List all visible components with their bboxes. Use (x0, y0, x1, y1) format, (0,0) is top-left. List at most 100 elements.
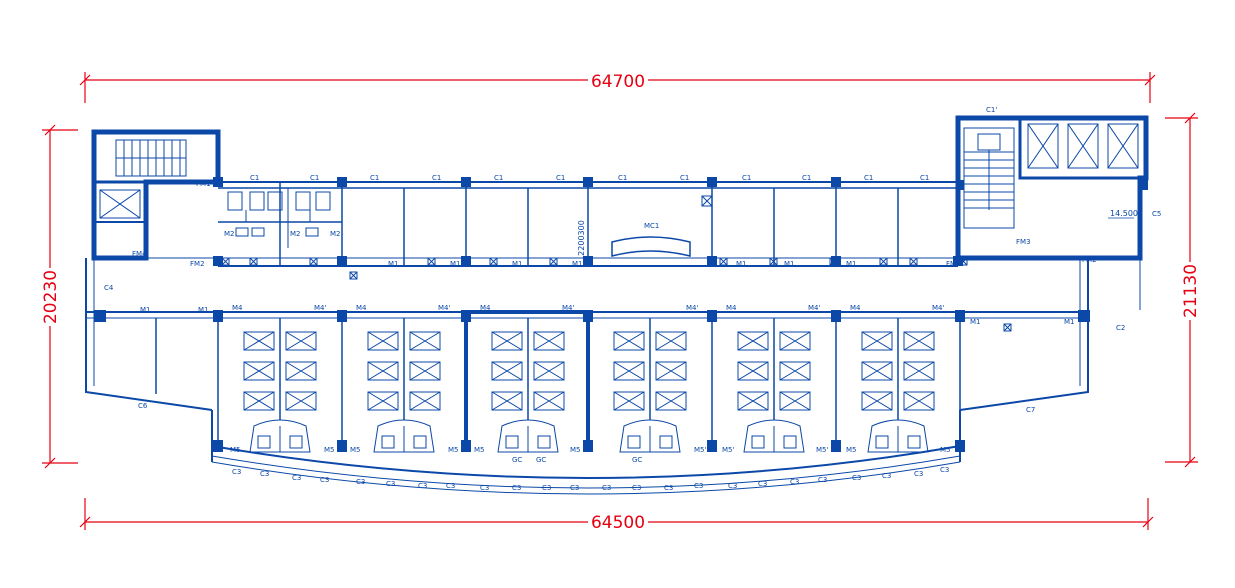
door-labels: FM1 FM2 FM4 FM4 FM2 FM3 M2 M2 M2 M1 M1 M… (132, 180, 1097, 454)
dimension-left-label: 20230 (41, 270, 61, 324)
bed-icon (285, 391, 317, 411)
building-walls (85, 115, 1149, 495)
bed-icon (243, 361, 275, 381)
drain-icon (1003, 323, 1012, 332)
toilet-icon (751, 435, 765, 449)
door-label: M5 (940, 446, 951, 454)
window-label: GC (536, 456, 546, 464)
window-label: C3 (570, 484, 579, 492)
drain-icon (427, 257, 436, 266)
bed-icon (779, 361, 811, 381)
window-label: C3 (386, 480, 395, 488)
bed-icon (861, 391, 893, 411)
door-label: M5 (846, 446, 857, 454)
window-label: C6 (138, 402, 148, 410)
door-label: M1 (450, 260, 461, 268)
drain-icon (349, 271, 358, 280)
window-label: C3 (602, 484, 611, 492)
door-label: M5' (816, 446, 828, 454)
bed-mark (491, 391, 523, 411)
bed-mark (861, 331, 893, 351)
bed-mark (613, 361, 645, 381)
bed-mark (737, 331, 769, 351)
toilet-icon (413, 435, 427, 449)
drain-mark (829, 257, 838, 266)
bathroom-pod (743, 419, 805, 453)
drain-mark (309, 257, 318, 266)
elevation-label: 14.500 (1110, 209, 1138, 218)
window-labels-north: C1 C1 C1 C1 C1 C1 C1 C1 C1 C1 C1 C1 C1' … (104, 106, 1161, 414)
window-label: C2 (1116, 324, 1125, 332)
door-label: M5 (350, 446, 361, 454)
bed-mark (861, 391, 893, 411)
toilet-icon (907, 435, 921, 449)
bed-mark (285, 361, 317, 381)
bed-mark (243, 361, 275, 381)
bed-mark (285, 391, 317, 411)
door-label: M4 (726, 304, 737, 312)
drain-icon (959, 257, 968, 266)
bed-mark (285, 331, 317, 351)
bed-icon (655, 361, 687, 381)
dimension-bottom-label: 64500 (591, 513, 645, 533)
ward-beds (243, 331, 935, 411)
bed-icon (491, 361, 523, 381)
window-label: C3 (664, 484, 673, 492)
door-label: M1 (388, 260, 399, 268)
bed-mark (779, 331, 811, 351)
drain-mark (427, 257, 436, 266)
bed-mark (903, 361, 935, 381)
window-label: C1 (618, 174, 627, 182)
window-label: C4 (104, 284, 114, 292)
bed-mark (367, 391, 399, 411)
right-elevator-icons (1027, 123, 1139, 169)
bed-icon (533, 361, 565, 381)
toilet-icon (537, 435, 551, 449)
bed-icon (779, 391, 811, 411)
drain-mark (879, 257, 888, 266)
drain-mark (489, 257, 498, 266)
door-label: M1 (140, 306, 151, 314)
bed-mark (243, 331, 275, 351)
toilet-icon (381, 435, 395, 449)
door-label: FM2 (1082, 256, 1097, 264)
door-label: M4' (686, 304, 698, 312)
bathroom-pod (249, 419, 311, 453)
bed-icon (243, 331, 275, 351)
window-label: C3 (758, 480, 767, 488)
door-label: M1 (512, 260, 523, 268)
south-ward-partitions (155, 318, 961, 446)
curtain-wall-label: MC1 (644, 222, 659, 230)
bed-icon (285, 331, 317, 351)
bed-icon (367, 361, 399, 381)
door-label: M5 (474, 446, 485, 454)
window-label: C3 (480, 484, 489, 492)
drain-icon (879, 257, 888, 266)
window-label: C3 (882, 472, 891, 480)
drain-icon (909, 257, 918, 266)
toilet-icon (505, 435, 519, 449)
toilet-icon (783, 435, 797, 449)
bed-mark (491, 331, 523, 351)
door-label: M4' (562, 304, 574, 312)
window-label: C1 (432, 174, 441, 182)
bed-mark (613, 331, 645, 351)
door-label: M1 (1064, 318, 1075, 326)
bed-mark (367, 361, 399, 381)
nurse-station-counter (611, 236, 691, 257)
window-label: C1 (680, 174, 689, 182)
drain-mark (249, 257, 258, 266)
drain-mark (1003, 323, 1012, 332)
door-label: M1 (736, 260, 747, 268)
left-stair-icon (115, 139, 187, 177)
bed-mark (903, 391, 935, 411)
ward-bathroom-pods (249, 419, 929, 453)
bed-icon (613, 331, 645, 351)
door-label: M4' (808, 304, 820, 312)
door-label: M1 (970, 318, 981, 326)
window-label: C3 (818, 476, 827, 484)
window-label: C3 (728, 482, 737, 490)
door-label: M4' (932, 304, 944, 312)
bed-icon (861, 361, 893, 381)
